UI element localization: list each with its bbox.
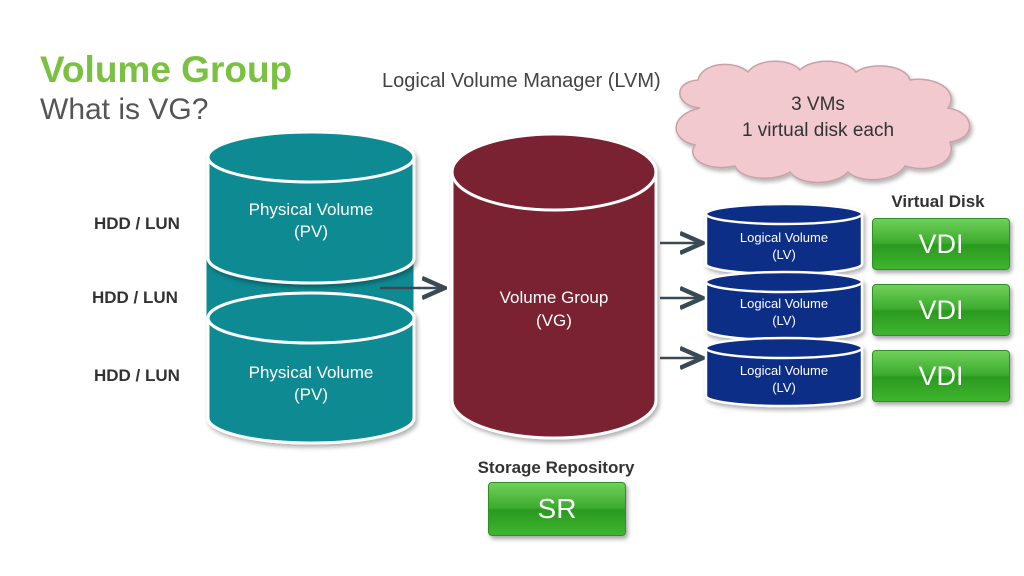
storage-repository-heading: Storage Repository	[477, 458, 635, 477]
vg-line-1: Volume Group	[500, 288, 609, 307]
lv-3-line-2: (LV)	[772, 380, 796, 395]
lv-2-line-2: (LV)	[772, 313, 796, 328]
virtual-disk-heading: Virtual Disk	[891, 192, 985, 211]
pv-1-line-1: Physical Volume	[249, 200, 374, 219]
lv-3-line-1: Logical Volume	[740, 363, 828, 378]
physical-volume-2	[206, 291, 416, 445]
page-subtitle: What is VG?	[40, 93, 209, 126]
vg-line-2: (VG)	[536, 311, 572, 330]
hdd-lun-label-2: HDD / LUN	[92, 288, 178, 307]
logical-volume-1	[704, 202, 864, 276]
sr-button[interactable]: SR	[488, 482, 626, 536]
lv-2-line-1: Logical Volume	[740, 296, 828, 311]
volume-group-cylinder	[450, 132, 658, 440]
cloud-shape	[675, 60, 971, 184]
hdd-lun-label-3: HDD / LUN	[94, 366, 180, 385]
cloud-line-1: 3 VMs	[791, 94, 845, 115]
logical-volume-2	[704, 270, 864, 342]
physical-volume-1	[206, 130, 416, 285]
pv-1-line-2: (PV)	[294, 222, 328, 241]
vdi-button-1[interactable]: VDI	[872, 218, 1010, 270]
lv-1-line-2: (LV)	[772, 247, 796, 262]
pv-2-line-2: (PV)	[294, 385, 328, 404]
logical-volume-3	[704, 336, 864, 408]
pv-2-line-1: Physical Volume	[249, 363, 374, 382]
lv-1-line-1: Logical Volume	[740, 230, 828, 245]
vdi-button-2[interactable]: VDI	[872, 284, 1010, 336]
page-title: Volume Group	[40, 49, 293, 90]
cloud-line-2: 1 virtual disk each	[742, 120, 894, 141]
lvm-label: Logical Volume Manager (LVM)	[382, 70, 661, 92]
hdd-lun-label-1: HDD / LUN	[94, 214, 180, 233]
vdi-button-3[interactable]: VDI	[872, 350, 1010, 402]
